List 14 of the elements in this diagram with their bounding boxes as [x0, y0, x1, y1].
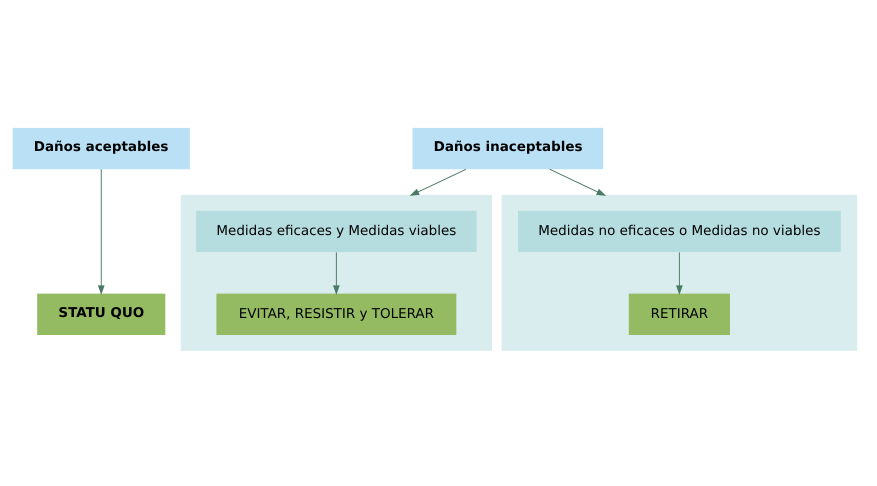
node-box: Medidas eficaces y Medidas viables — [196, 210, 477, 252]
node-box: RETIRAR — [628, 294, 730, 336]
arrow — [98, 168, 105, 295]
node-box: STATU QUO — [37, 294, 166, 336]
arrow — [332, 252, 340, 296]
arrow — [549, 168, 606, 196]
node-box: EVITAR, RESISTIR y TOLERAR — [216, 294, 456, 336]
cluster — [180, 194, 492, 351]
cluster — [502, 194, 858, 351]
node-box: Daños inaceptables — [412, 128, 604, 170]
node-box: Daños aceptables — [12, 128, 190, 170]
arrow — [676, 252, 683, 296]
node-box: Medidas no eficaces o Medidas no viables — [518, 210, 841, 252]
arrow — [410, 168, 466, 196]
